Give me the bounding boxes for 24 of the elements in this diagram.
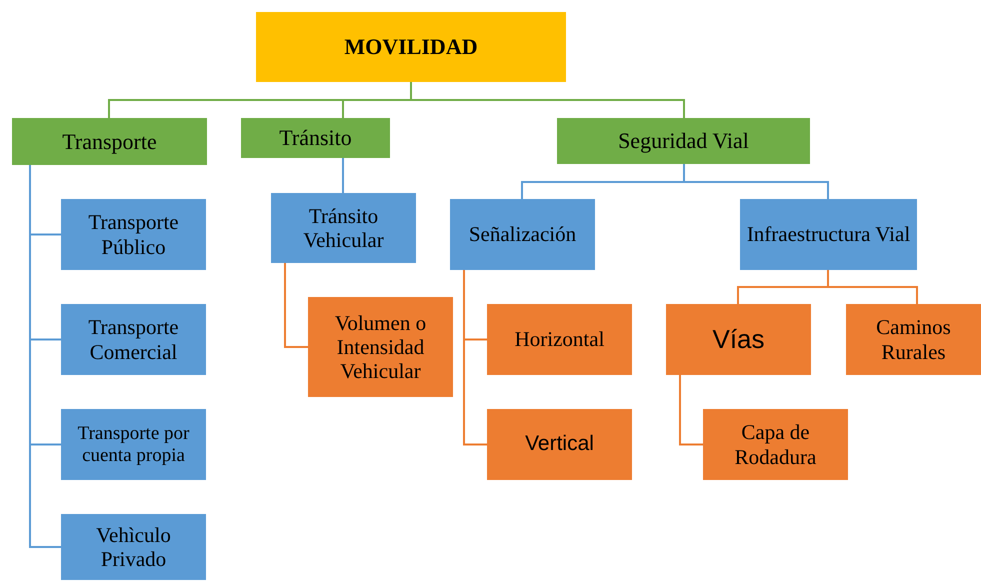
subtopic-box: Vertical (487, 409, 632, 480)
subtopic-box: Horizontal (487, 304, 632, 375)
category-box: Transporte (12, 118, 207, 165)
topic-box: Infraestructura Vial (740, 199, 917, 270)
category-box: Tránsito (241, 118, 390, 158)
connector-line (284, 263, 308, 348)
connector-line (463, 270, 487, 446)
topic-box: Tránsito Vehicular (271, 193, 416, 263)
connector-line (410, 82, 685, 118)
connector-line (827, 270, 918, 304)
connector-line (679, 375, 703, 446)
topic-box: Señalización (450, 199, 595, 270)
subtopic-box: Volumen o Intensidad Vehicular (308, 297, 453, 397)
topic-box: Transporte Comercial (61, 304, 206, 375)
topic-box: Vehìculo Privado (61, 514, 206, 580)
subtopic-box: Capa de Rodadura (703, 409, 848, 480)
subtopic-box: Caminos Rurales (846, 304, 981, 375)
title-box: MOVILIDAD (256, 12, 566, 82)
connector-line (29, 165, 61, 548)
topic-box: Transporte Público (61, 199, 206, 270)
topic-box: Transporte por cuenta propia (61, 409, 206, 480)
category-box: Seguridad Vial (557, 118, 810, 164)
connector-line (342, 158, 344, 193)
subtopic-box: Vías (666, 304, 811, 375)
